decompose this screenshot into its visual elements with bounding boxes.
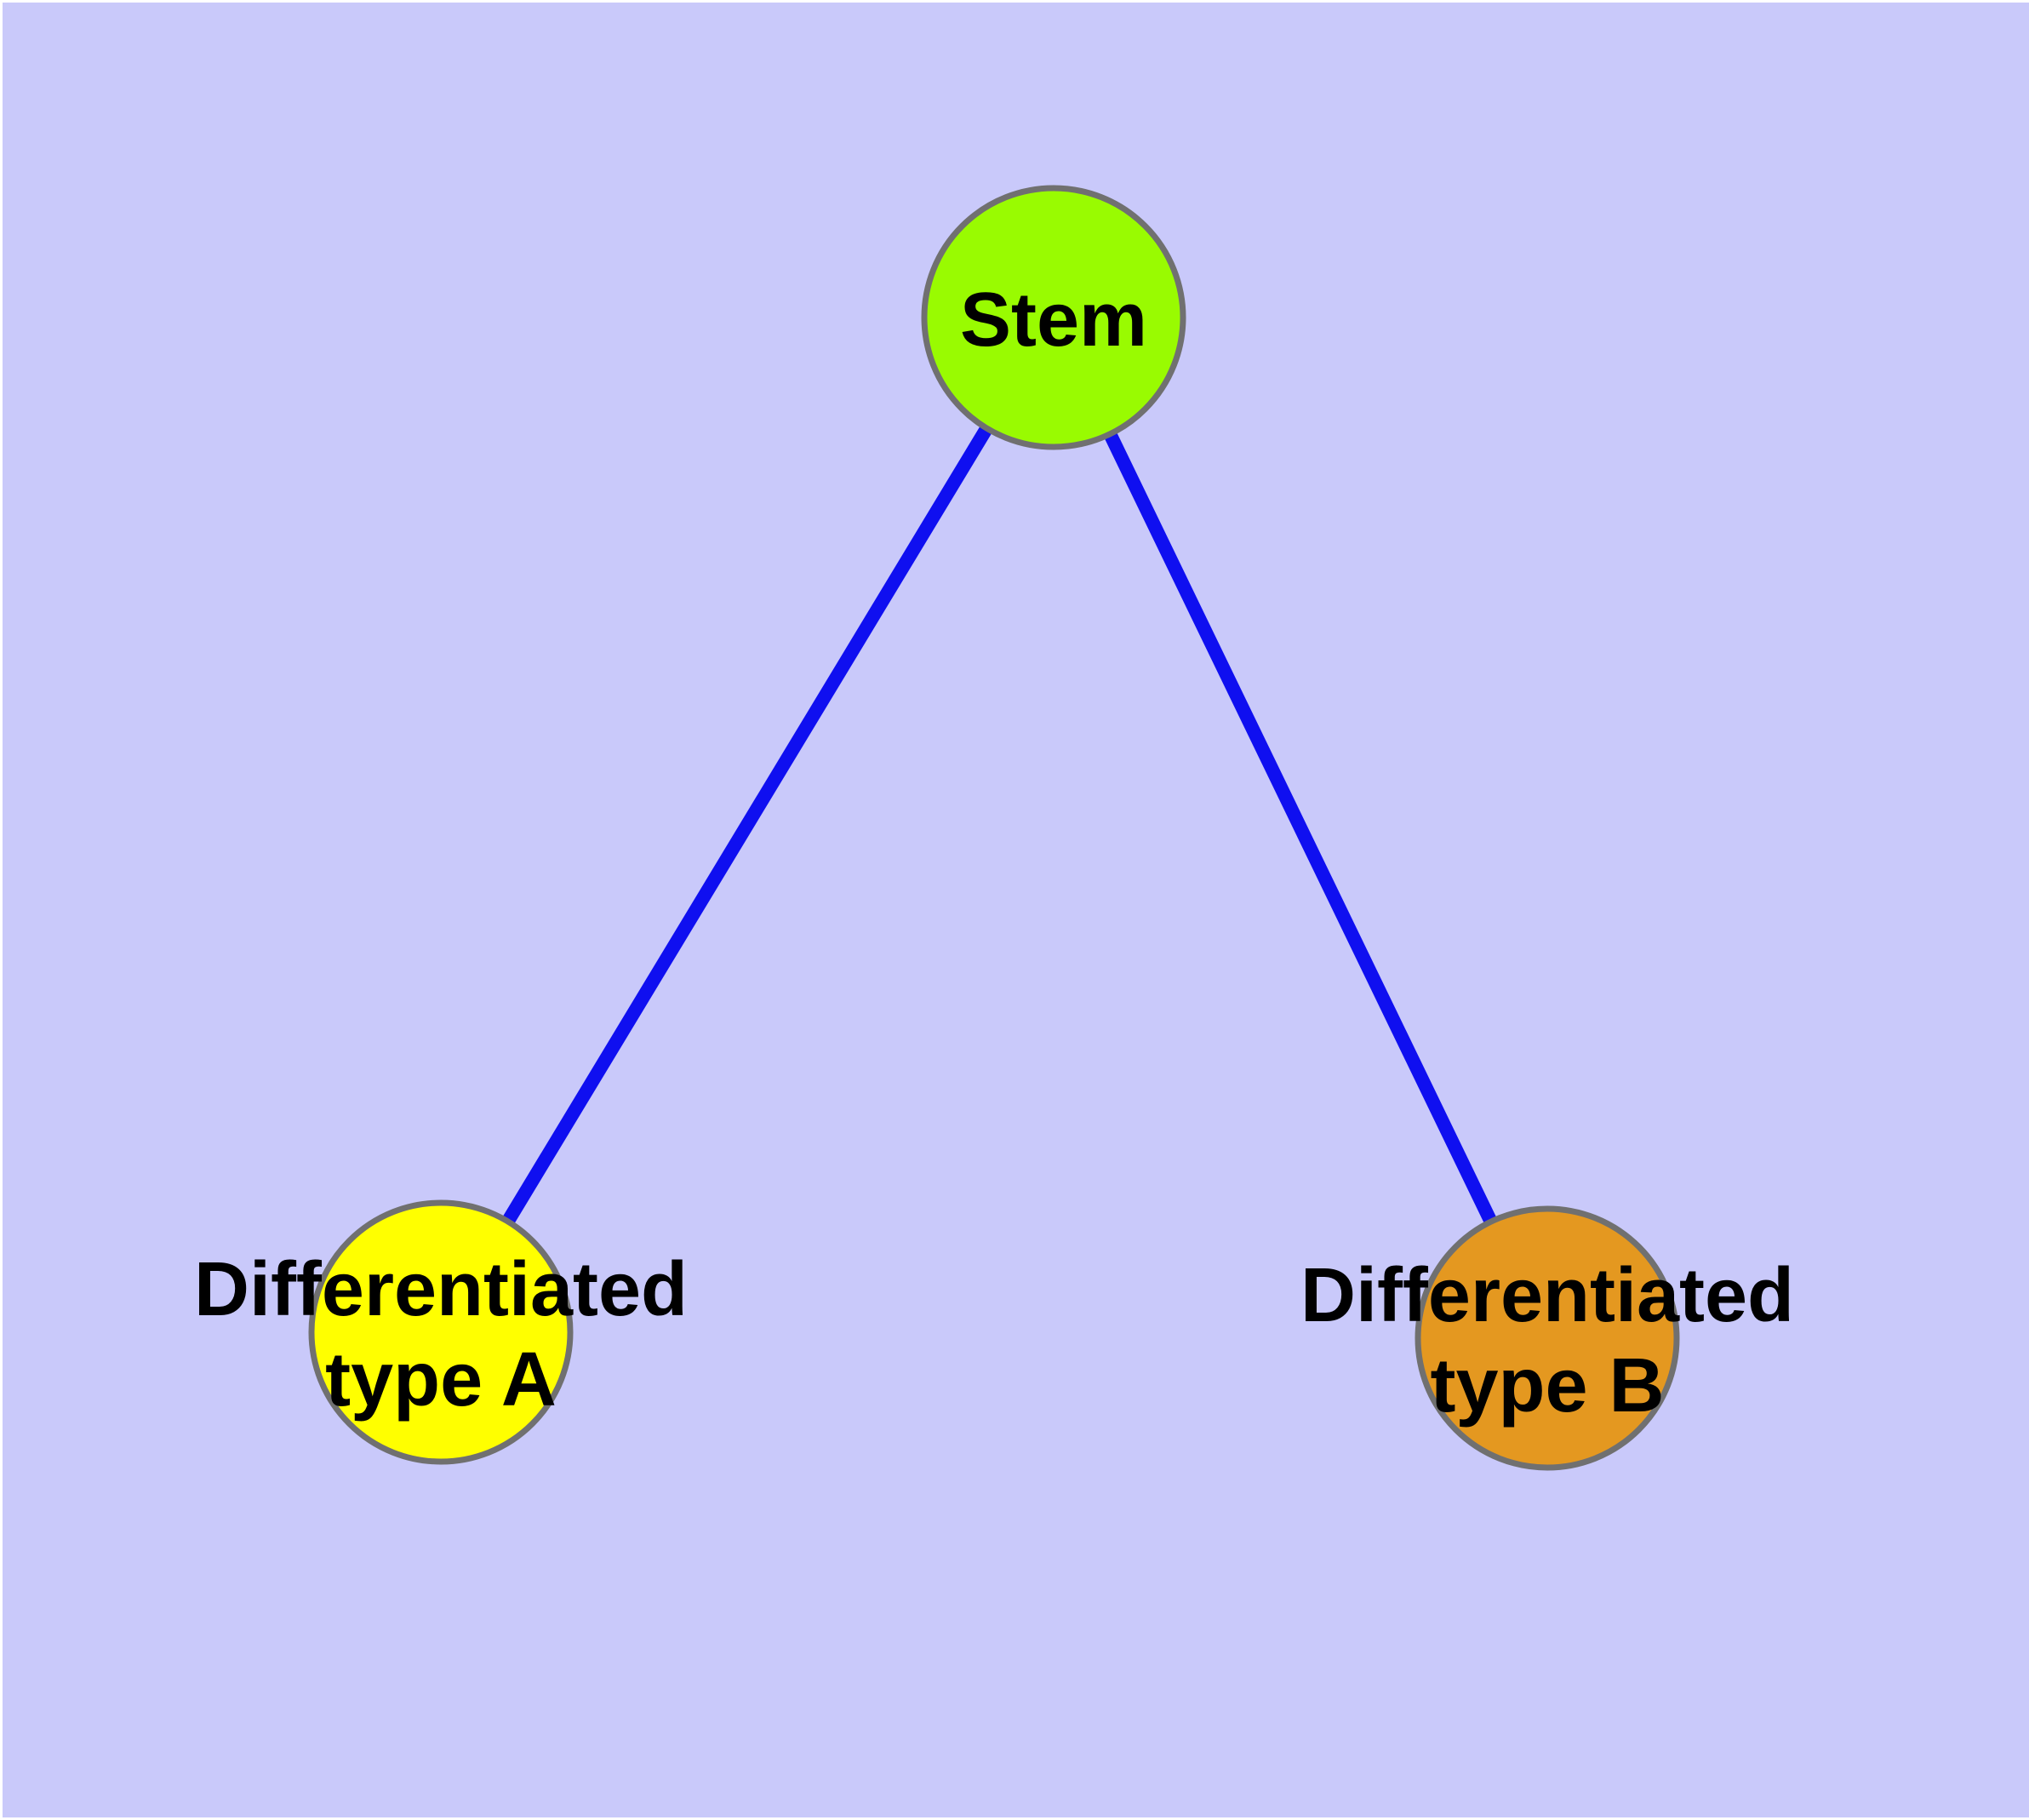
- node-differentiated-type-b-circle: [1415, 1205, 1680, 1471]
- node-differentiated-type-b-label-line-2: type B: [1430, 1343, 1664, 1428]
- edge-stem-differentiated-type-a: [435, 313, 1060, 1336]
- node-differentiated-type-a-circle: [308, 1199, 574, 1465]
- node-stem-label-line-1: Stem: [960, 278, 1147, 363]
- node-stem-circle: [921, 185, 1186, 450]
- node-differentiated-type-b-label-line-1: Differentiated: [1300, 1253, 1794, 1338]
- edge-stem-differentiated-type-b: [1047, 314, 1554, 1342]
- node-differentiated-type-a-label-line-1: Differentiated: [194, 1247, 688, 1332]
- node-stem: Stem: [921, 185, 1186, 450]
- node-stem-label: Stem: [960, 278, 1147, 363]
- node-differentiated-type-a-label-line-2: type A: [325, 1337, 557, 1422]
